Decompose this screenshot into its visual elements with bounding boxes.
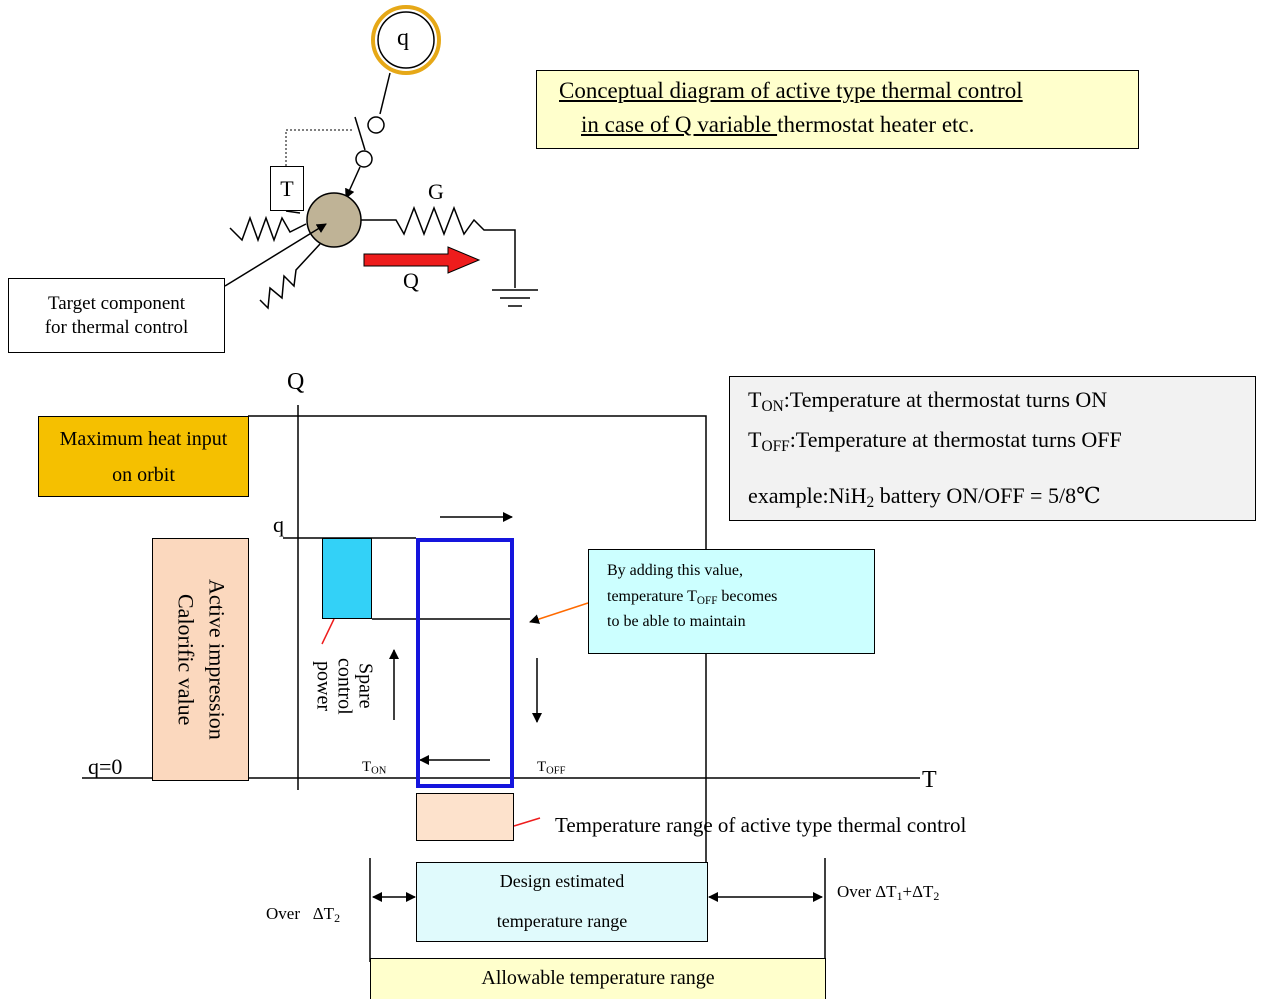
allowable-temp-range-box: Allowable temperature range [370, 958, 826, 999]
max-heat-envelope [248, 415, 707, 862]
lower-left-resistor [259, 243, 321, 310]
spare-power-box [322, 538, 372, 619]
heat-flow-label: Q [403, 268, 419, 293]
design-temp-range-box: Design estimated temperature range [416, 862, 708, 942]
thermostat-link [285, 129, 352, 166]
x-axis-label: T [922, 767, 937, 793]
t-on-label: TON [362, 759, 387, 777]
over-left-label: Over ΔT2 [266, 904, 341, 925]
y-axis-label: Q [287, 369, 305, 395]
switch-blade [354, 116, 366, 151]
note-box: By adding this value, temperature TOFF b… [588, 549, 875, 654]
conductance-label: G [428, 179, 444, 204]
legend-example: example:NiH2 battery ON/OFF = 5/8℃ [748, 483, 1101, 511]
q-source-label: q [397, 25, 409, 51]
left-resistor [229, 215, 307, 243]
t-off-label: TOFF [537, 759, 566, 777]
switch-contact-bottom [355, 150, 373, 168]
title-line-2: in case of Q variable thermostat heater … [581, 112, 975, 137]
thermostat-label: T [280, 175, 294, 201]
max-heat-input-box: Maximum heat input on orbit [38, 416, 249, 497]
target-component [306, 192, 362, 248]
active-temp-range-label: Temperature range of active type thermal… [555, 813, 967, 837]
legend-t-off: TOFF:Temperature at thermostat turns OFF [748, 427, 1122, 455]
heat-flow-arrow [363, 246, 481, 274]
q-level-label: q [273, 512, 284, 537]
legend-box: TON:Temperature at thermostat turns ON T… [729, 376, 1256, 521]
switch-contact-top [367, 116, 385, 134]
control-loop-box [416, 538, 514, 788]
thermostat-box: T [270, 166, 304, 211]
q-source-circle [371, 5, 441, 75]
title-box: Conceptual diagram of active type therma… [536, 70, 1139, 149]
g-resistor [361, 205, 516, 288]
legend-t-on: TON:Temperature at thermostat turns ON [748, 387, 1108, 415]
target-component-label: Target component for thermal control [8, 278, 225, 353]
title-line-1: Conceptual diagram of active type therma… [559, 78, 1023, 103]
active-temp-range-box [416, 793, 514, 841]
over-right-label: Over ΔT1+ΔT2 [837, 882, 940, 903]
q-zero-label: q=0 [88, 754, 123, 779]
